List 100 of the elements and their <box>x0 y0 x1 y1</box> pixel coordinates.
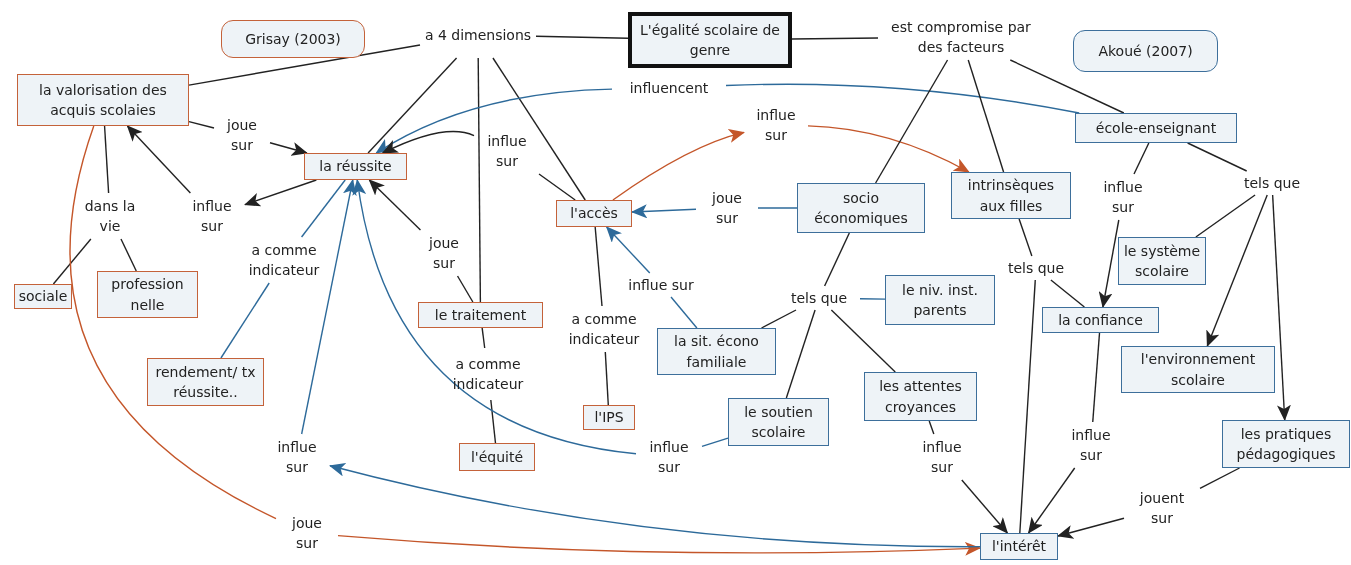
concept-box <box>728 398 829 446</box>
arrow <box>807 125 970 173</box>
connector-line <box>477 57 482 303</box>
link-phrase: est compromise par des facteurs <box>880 16 1042 58</box>
connector-line <box>220 282 270 359</box>
connector-line <box>1092 332 1101 423</box>
link-phrase: joue sur <box>698 187 756 229</box>
concept-label: L'égalité scolaire de genre <box>639 20 781 60</box>
connector-line <box>760 309 797 329</box>
arrow <box>244 179 318 207</box>
connector-line <box>830 309 896 373</box>
concept-label: intrinsèques aux filles <box>966 176 1056 216</box>
connector-line <box>1018 218 1033 257</box>
concept-label: le traitement <box>433 305 528 325</box>
arrow <box>300 179 357 435</box>
concept-box <box>1222 420 1350 468</box>
connector-line <box>1050 279 1086 308</box>
link-phrase: influe sur <box>638 436 700 478</box>
arrow <box>1271 194 1291 421</box>
link-phrase: influe sur <box>614 275 708 295</box>
connector-line <box>1019 279 1036 534</box>
connector-line <box>1186 142 1248 172</box>
connector-line <box>823 232 851 287</box>
concept-label: le système scolaire <box>1122 241 1202 281</box>
link-phrase: a comme indicateur <box>436 350 540 398</box>
link-phrase: influe sur <box>911 436 973 478</box>
concept-label: la sit. écono familiale <box>673 332 760 372</box>
concept-label: l'environnement scolaire <box>1139 350 1257 390</box>
concept-label: la réussite <box>318 157 393 177</box>
concept-box <box>17 74 189 126</box>
connector-line <box>1009 59 1125 114</box>
arrow <box>368 179 422 231</box>
arrow <box>612 129 745 201</box>
concept-label: l'intérêt <box>990 537 1048 557</box>
concept-box <box>418 302 543 328</box>
concept-box <box>1042 307 1159 333</box>
connector-line <box>874 59 949 184</box>
arrow <box>961 479 1009 534</box>
concept-box <box>97 271 198 318</box>
connector-line <box>188 120 215 129</box>
link-phrase: dans la vie <box>80 195 140 237</box>
arrow <box>329 462 981 548</box>
link-phrase: influe sur <box>746 104 806 146</box>
concept-label: école-enseignant <box>1094 118 1218 138</box>
connector-line <box>481 327 486 349</box>
arrow <box>1027 467 1076 534</box>
connector-line <box>670 296 698 329</box>
concept-label: socio économiques <box>813 188 909 228</box>
link-phrase: influe sur <box>1060 424 1122 466</box>
link-phrase: influe sur <box>1093 176 1153 218</box>
concept-label: les attentes croyances <box>878 377 963 417</box>
connector-line <box>928 420 935 435</box>
link-phrase: jouent sur <box>1126 487 1198 529</box>
concept-label: la valorisation des acquis scolaies <box>38 80 168 120</box>
connector-line <box>367 57 458 154</box>
concept-box <box>864 372 977 421</box>
connector-line <box>52 238 92 285</box>
connector-line <box>785 309 816 399</box>
arrow <box>381 130 475 154</box>
connector-line <box>188 44 421 86</box>
arrow <box>631 204 697 219</box>
connector-line <box>456 275 474 303</box>
concept-label: profession nelle <box>110 275 185 315</box>
connector-line <box>604 351 609 406</box>
connector-line <box>1133 142 1150 175</box>
concept-box <box>980 533 1058 560</box>
concept-box <box>1121 346 1275 393</box>
concept-label: Grisay (2003) <box>244 29 342 49</box>
arrow <box>1057 517 1125 539</box>
link-phrase: joue sur <box>216 114 268 156</box>
concept-label: sociale <box>17 287 69 307</box>
concept-box <box>657 328 776 375</box>
connector-line <box>967 59 1005 173</box>
arrow <box>352 179 637 455</box>
concept-box <box>304 153 407 180</box>
concept-label: Akoué (2007) <box>1097 41 1194 61</box>
connector-line <box>859 298 886 300</box>
concept-box <box>459 443 535 471</box>
connector-line <box>1195 194 1256 238</box>
link-phrase: a 4 dimensions <box>422 14 534 56</box>
connector-line <box>701 437 729 448</box>
concept-box <box>951 172 1071 219</box>
concept-box <box>556 200 632 227</box>
arrow <box>337 534 981 556</box>
link-phrase: a comme indicateur <box>234 239 334 281</box>
connector-line <box>490 399 497 444</box>
link-phrase: tels que <box>780 288 858 308</box>
connector-line <box>725 83 1080 114</box>
concept-label: la confiance <box>1057 310 1144 330</box>
concept-box <box>885 275 995 325</box>
connector-line <box>535 35 629 39</box>
concept-label: les pratiques pédagogiques <box>1235 424 1337 464</box>
main-concept-box <box>628 12 792 68</box>
concept-label: l'IPS <box>593 408 625 428</box>
concept-box <box>147 358 264 406</box>
connector-line <box>103 125 110 194</box>
concept-label: l'équité <box>469 447 525 467</box>
link-phrase: a comme indicateur <box>554 308 654 350</box>
connector-line <box>538 173 576 201</box>
arrow <box>375 88 613 154</box>
